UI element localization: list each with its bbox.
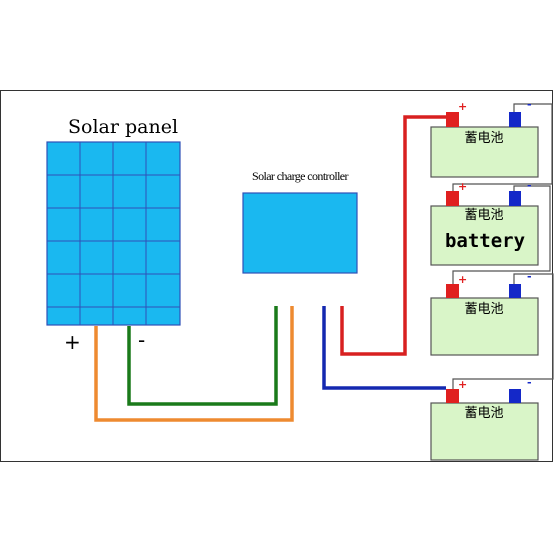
battery-3-plus: + <box>458 273 467 286</box>
battery-4-minus: - <box>527 376 532 389</box>
battery-1-cn-label: 蓄电池 <box>464 131 503 146</box>
panel-plus-sign: + <box>64 330 81 354</box>
green-wire <box>127 306 278 406</box>
battery-2-plus: + <box>458 180 467 193</box>
battery-4-plus: + <box>458 378 467 391</box>
battery-2-minus: - <box>527 179 532 192</box>
battery-3-cn-label: 蓄电池 <box>464 302 503 317</box>
battery-1: + - 蓄电池 <box>430 98 539 178</box>
battery-1-plus: + <box>458 100 467 113</box>
battery-interconnect-wires <box>452 103 554 392</box>
red-wire <box>340 115 446 356</box>
battery-4-cn-label: 蓄电池 <box>464 406 503 421</box>
battery-4-positive-terminal <box>446 389 459 403</box>
orange-wire <box>94 306 294 422</box>
charge-controller-box <box>242 192 358 274</box>
panel-minus-sign: - <box>138 328 145 352</box>
solar-panel <box>46 141 181 326</box>
battery-1-minus: - <box>527 98 532 111</box>
battery-2-negative-terminal <box>509 191 521 206</box>
battery-2-label: battery <box>445 230 525 252</box>
battery-1-negative-terminal <box>509 112 521 127</box>
battery-2: + - 蓄电池 battery <box>430 179 539 266</box>
battery-3-minus: - <box>527 270 532 283</box>
battery-3-positive-terminal <box>446 284 459 298</box>
battery-2-cn-label: 蓄电池 <box>464 208 503 223</box>
battery-3: + - 蓄电池 <box>430 270 539 356</box>
battery-4-negative-terminal <box>509 389 521 403</box>
solar-panel-title: Solar panel <box>68 116 178 138</box>
battery-2-positive-terminal <box>446 191 459 206</box>
blue-wire <box>322 306 446 390</box>
battery-1-positive-terminal <box>446 112 459 127</box>
controller-title: Solar charge controller <box>252 169 349 183</box>
battery-3-negative-terminal <box>509 284 521 298</box>
battery-4: + - 蓄电池 <box>430 376 539 461</box>
